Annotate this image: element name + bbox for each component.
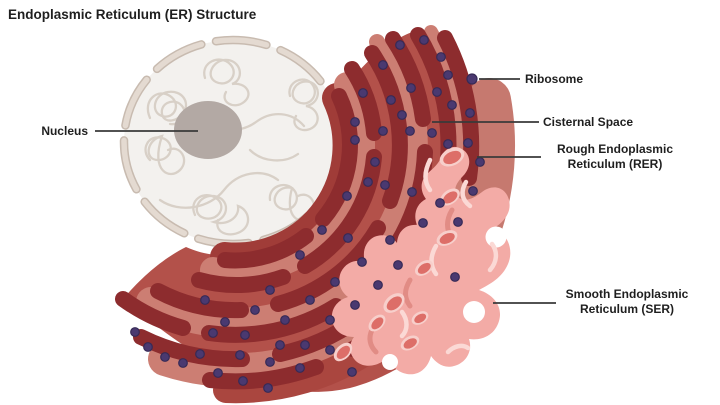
ribosome-dot [195, 349, 205, 359]
ribosome-dots [130, 35, 485, 393]
ribosome-dot [427, 128, 437, 138]
ribosome-dot [265, 285, 275, 295]
ribosome-dot [465, 108, 475, 118]
ribosome-dot [463, 138, 473, 148]
ribosome-dot [443, 70, 453, 80]
ribosome-dot [265, 357, 275, 367]
ribosome-dot [475, 157, 485, 167]
ribosome-dot [295, 250, 305, 260]
ribosome-dot [238, 376, 248, 386]
ribosome-dot [325, 315, 335, 325]
ribosome-label: Ribosome [525, 72, 584, 86]
ribosome-dot [330, 277, 340, 287]
rough-er-label: Rough Endoplasmic Reticulum (RER) [556, 142, 673, 171]
ribosome-dot [235, 350, 245, 360]
ribosome-dot [450, 272, 460, 282]
ribosome-dot [380, 180, 390, 190]
ribosome-dot [350, 135, 360, 145]
ribosome-dot [300, 340, 310, 350]
ribosome-dot [395, 40, 405, 50]
ribosome-dot [350, 117, 360, 127]
smooth-er-label: Smooth Endoplasmic Reticulum (SER) [565, 287, 689, 316]
ribosome-dot [397, 110, 407, 120]
ribosome-dot [443, 139, 453, 149]
ser-gap [463, 301, 485, 323]
ribosome-dot [160, 352, 170, 362]
ser-tube-openings [333, 147, 465, 362]
chromatin [144, 58, 319, 236]
smooth-er-illustration [331, 146, 511, 375]
ribosome-dot [370, 157, 380, 167]
ribosome-dot [406, 83, 416, 93]
ribosome-dot [436, 52, 446, 62]
ribosome-dot [357, 257, 367, 267]
leader-lines [95, 78, 556, 304]
ribosome-dot [435, 198, 445, 208]
ribosome-dot [250, 305, 260, 315]
ribosome-dot [407, 187, 417, 197]
ribosome-dot [419, 35, 429, 45]
ribosome-dot [386, 95, 396, 105]
ribosome-dot [200, 295, 210, 305]
nucleus-label: Nucleus [41, 124, 88, 138]
ribosome-dot [213, 368, 223, 378]
ribosome-callout-dot [466, 73, 478, 85]
ribosome-dot [317, 225, 327, 235]
ribosome-dot [447, 100, 457, 110]
ribosome-dot [342, 191, 352, 201]
ribosome-dot [208, 328, 218, 338]
ribosome-dot [373, 280, 383, 290]
ribosome-dot [358, 88, 368, 98]
ribosome-dot [418, 218, 428, 228]
ribosome-dot [178, 358, 188, 368]
ribosome-dot [378, 60, 388, 70]
ribosome-dot [305, 295, 315, 305]
ser-gap [382, 354, 398, 370]
ribosome-dot [468, 186, 478, 196]
ribosome-dot [378, 126, 388, 136]
ribosome-dot [295, 363, 305, 373]
ribosome-dot [263, 383, 273, 393]
ribosome-dot [325, 345, 335, 355]
ribosome-dot [143, 342, 153, 352]
ribosome-dot [280, 315, 290, 325]
cisternal-space-label: Cisternal Space [543, 115, 634, 129]
ribosome-dot [405, 126, 415, 136]
ribosome-dot [130, 327, 140, 337]
nucleolus [174, 101, 242, 159]
ribosome-dot [275, 340, 285, 350]
ribosome-dot [347, 367, 357, 377]
ribosome-dot [343, 233, 353, 243]
ribosome-dot [220, 317, 230, 327]
ser-gap [485, 226, 507, 248]
ribosome-dot [453, 217, 463, 227]
diagram-title: Endoplasmic Reticulum (ER) Structure [8, 7, 257, 22]
ribosome-dot [363, 177, 373, 187]
ribosome-dot [240, 330, 250, 340]
ribosome-dot [385, 235, 395, 245]
ribosome-dot [393, 260, 403, 270]
ribosome-dot [350, 300, 360, 310]
ribosome-dot [432, 87, 442, 97]
